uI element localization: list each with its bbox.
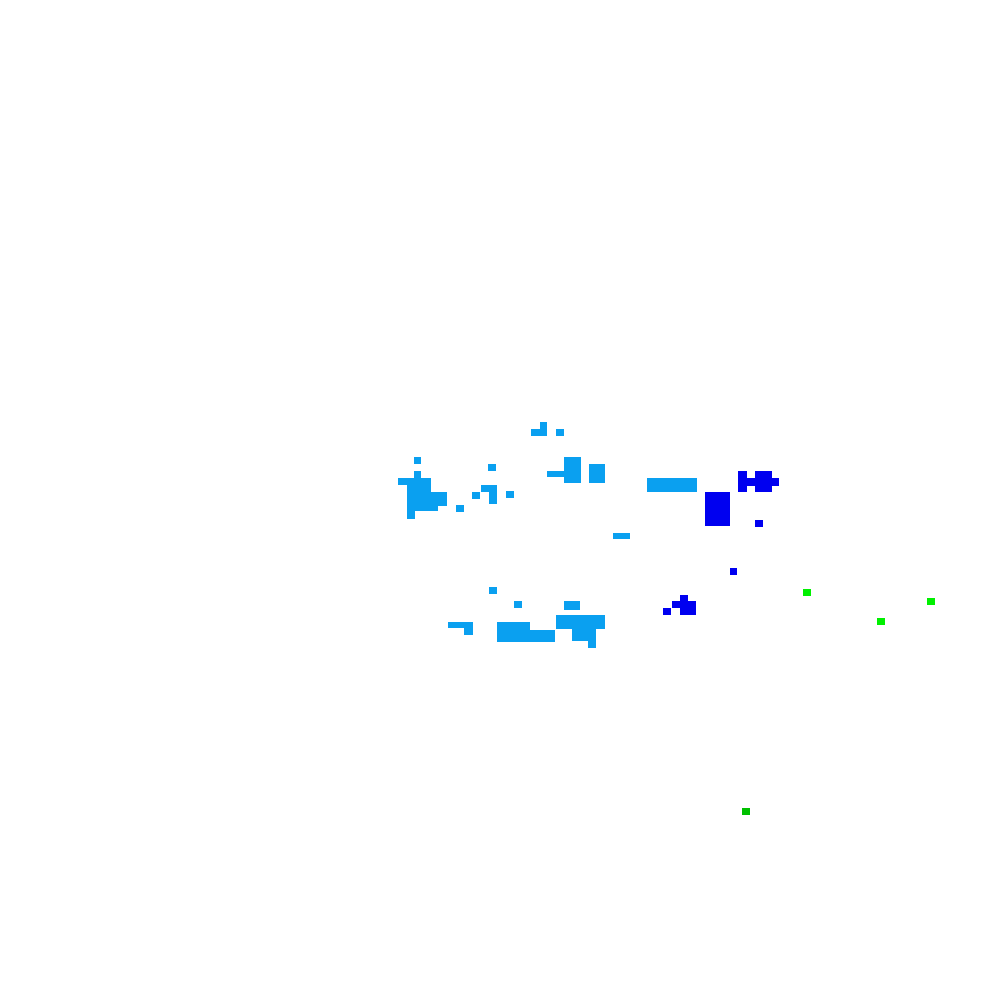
- light-blue-cluster-center-right-pixel-block: [564, 457, 581, 483]
- light-blue-cluster-center-right: [547, 457, 697, 539]
- blue-cluster-lower-pixel-block: [663, 608, 671, 615]
- light-blue-cluster-upper-left-pixel-block: [414, 471, 421, 478]
- blue-cluster-right-pixel-block: [738, 471, 747, 492]
- blue-cluster-lower: [663, 568, 737, 615]
- blue-cluster-lower-pixel-block: [680, 608, 696, 615]
- blue-cluster-lower-pixel-block: [680, 595, 688, 603]
- light-blue-cluster-upper-left: [398, 457, 464, 519]
- blue-cluster-right-pixel-block: [705, 492, 730, 526]
- blue-cluster-right: [705, 471, 779, 527]
- light-blue-cluster-upper-center-pixel-block: [488, 464, 496, 471]
- light-blue-cluster-lower-pixel-block: [572, 629, 596, 641]
- light-blue-cluster-lower-pixel-block: [564, 601, 580, 610]
- light-blue-cluster-upper-center-pixel-block: [540, 422, 547, 430]
- blue-cluster-right-pixel-block: [747, 478, 779, 486]
- green-points-pixel-block: [927, 598, 935, 605]
- green-points-pixel-block: [877, 618, 885, 625]
- green-points-pixel-block: [803, 589, 811, 596]
- blue-cluster-lower-pixel-block: [730, 568, 737, 575]
- blue-cluster-lower-pixel-block: [672, 601, 696, 608]
- light-blue-cluster-center-right-pixel-block: [589, 464, 605, 483]
- dark-green-point: [742, 808, 750, 815]
- light-blue-cluster-lower-pixel-block: [497, 622, 530, 630]
- light-blue-cluster-upper-left-pixel-block: [456, 505, 464, 512]
- light-blue-cluster-lower-pixel-block: [556, 615, 605, 629]
- light-blue-cluster-lower-pixel-block: [588, 641, 596, 648]
- green-points: [803, 589, 935, 625]
- light-blue-cluster-center-right-pixel-block: [647, 478, 697, 492]
- light-blue-cluster-lower-pixel-block: [489, 587, 497, 594]
- light-blue-cluster-lower: [448, 587, 605, 648]
- light-blue-cluster-upper-left-pixel-block: [407, 492, 447, 506]
- light-blue-cluster-lower-pixel-block: [514, 601, 522, 608]
- light-blue-cluster-upper-center: [472, 422, 564, 504]
- light-blue-cluster-center-right-pixel-block: [547, 471, 564, 477]
- light-blue-cluster-upper-left-pixel-block: [398, 478, 414, 485]
- light-blue-cluster-upper-center-pixel-block: [472, 492, 480, 499]
- light-blue-cluster-upper-left-pixel-block: [407, 506, 438, 511]
- light-blue-cluster-upper-center-pixel-block: [531, 429, 547, 436]
- light-blue-cluster-upper-left-pixel-block: [407, 478, 431, 492]
- light-blue-cluster-upper-center-pixel-block: [489, 492, 497, 504]
- light-blue-cluster-upper-left-pixel-block: [407, 511, 415, 519]
- light-blue-cluster-center-right-pixel-block: [613, 533, 630, 539]
- light-blue-cluster-upper-center-pixel-block: [556, 429, 564, 436]
- light-blue-cluster-lower-pixel-block: [464, 628, 473, 635]
- light-blue-cluster-upper-center-pixel-block: [481, 485, 497, 492]
- blue-cluster-right-pixel-block: [755, 520, 763, 527]
- light-blue-cluster-lower-pixel-block: [497, 630, 555, 642]
- light-blue-cluster-upper-center-pixel-block: [506, 491, 514, 498]
- light-blue-cluster-lower-pixel-block: [448, 622, 473, 628]
- dark-green-point-pixel-block: [742, 808, 750, 815]
- light-blue-cluster-upper-left-pixel-block: [414, 457, 421, 464]
